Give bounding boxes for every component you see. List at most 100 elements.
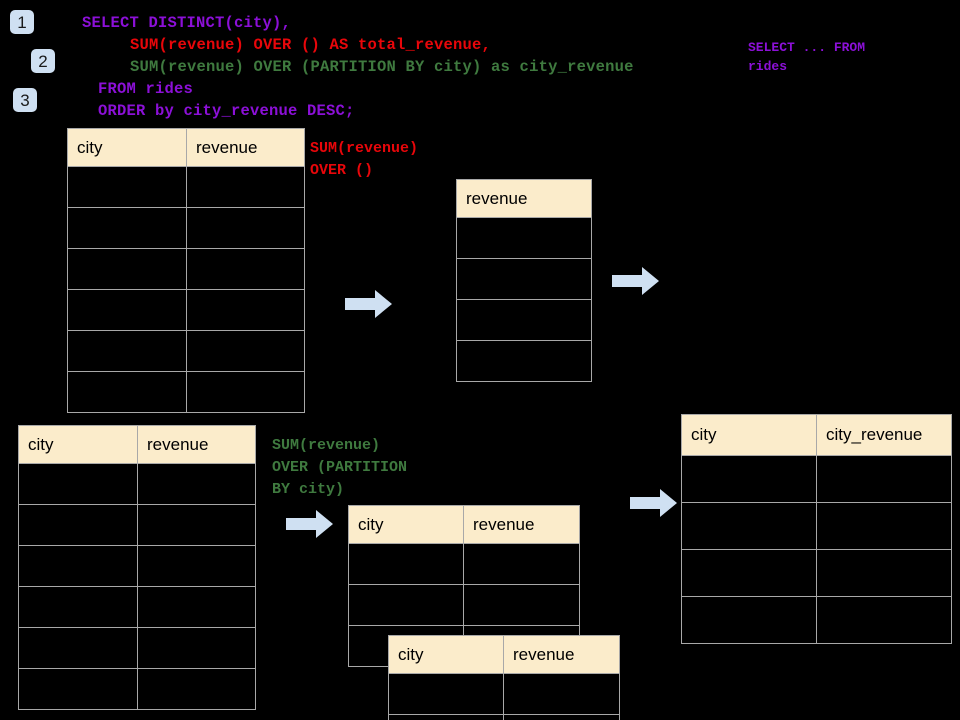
table-cell [67,207,187,249]
table-cell [388,714,504,720]
table-cell [186,207,305,249]
step-badge-label: 3 [20,90,30,110]
table-row [348,584,580,626]
table-cell [348,543,464,585]
table-cell [137,586,256,628]
column-header: city [67,128,187,167]
total-revenue-table: revenue [456,179,592,382]
table-cell [186,166,305,208]
table-row [456,217,592,259]
table-cell [456,258,592,300]
table-header-row: revenue [456,179,592,218]
table-row [456,258,592,300]
table-cell [388,673,504,715]
column-header: city [681,414,817,456]
table-cell [681,549,817,597]
table-row [18,545,256,587]
table-cell [18,586,138,628]
table-cell [186,371,305,413]
arrow-top-right-icon [612,266,660,296]
column-header: revenue [137,425,256,464]
step-badge-2: 2 [31,49,55,73]
table-cell [137,504,256,546]
arrow-bottom-right-icon [630,488,678,518]
table-cell [186,289,305,331]
table-cell [456,299,592,341]
annotation-sum-over-empty: SUM(revenue) OVER () [310,140,419,179]
arrow-top-left-icon [345,289,393,319]
table-cell [137,627,256,669]
column-header: city [18,425,138,464]
table-cell [456,340,592,382]
table-row [67,289,305,331]
column-header: revenue [456,179,592,218]
table-row [18,504,256,546]
sql-line-2: SUM(revenue) OVER () AS total_revenue, [130,36,492,54]
column-header: revenue [186,128,305,167]
table-row [18,668,256,710]
table-row [67,248,305,290]
annotation-sum-over-partition: SUM(revenue) OVER (PARTITION BY city) [272,437,408,498]
table-cell [18,668,138,710]
table-cell [18,504,138,546]
table-row [18,627,256,669]
table-cell [186,330,305,372]
table-row [456,299,592,341]
step-badge-label: 1 [17,12,27,32]
table-cell [503,673,620,715]
table-cell [503,714,620,720]
table-cell [681,502,817,550]
table-cell [816,502,952,550]
table-row [67,207,305,249]
table-row [681,549,952,597]
column-header: city [348,505,464,544]
step-badge-label: 2 [38,51,48,71]
table-row [681,502,952,550]
table-row [18,586,256,628]
table-row [67,166,305,208]
select-from-rides-note: SELECT ... FROM rides [748,40,866,74]
table-cell [67,166,187,208]
table-cell [816,549,952,597]
step-badge-1: 1 [10,10,34,34]
table-row [388,714,620,720]
column-header: revenue [503,635,620,674]
table-cell [67,289,187,331]
table-cell [463,543,580,585]
table-cell [67,330,187,372]
table-cell [18,627,138,669]
table-cell [186,248,305,290]
table-row [348,543,580,585]
table-row [18,463,256,505]
column-header: revenue [463,505,580,544]
table-cell [681,596,817,644]
table-cell [18,463,138,505]
table-cell [463,584,580,626]
table-cell [67,248,187,290]
table-cell [137,463,256,505]
table-cell [348,584,464,626]
table-row [681,455,952,503]
step-badge-3: 3 [13,88,37,112]
table-cell [137,668,256,710]
sql-line-5: ORDER by city_revenue DESC; [98,102,355,120]
sql-line-3: SUM(revenue) OVER (PARTITION BY city) as… [130,58,634,76]
sql-line-1: SELECT DISTINCT(city), [82,14,292,32]
table-row [388,673,620,715]
table-row [456,340,592,382]
table-cell [67,371,187,413]
table-row [67,330,305,372]
column-header: city [388,635,504,674]
table-cell [816,596,952,644]
table-cell [18,545,138,587]
